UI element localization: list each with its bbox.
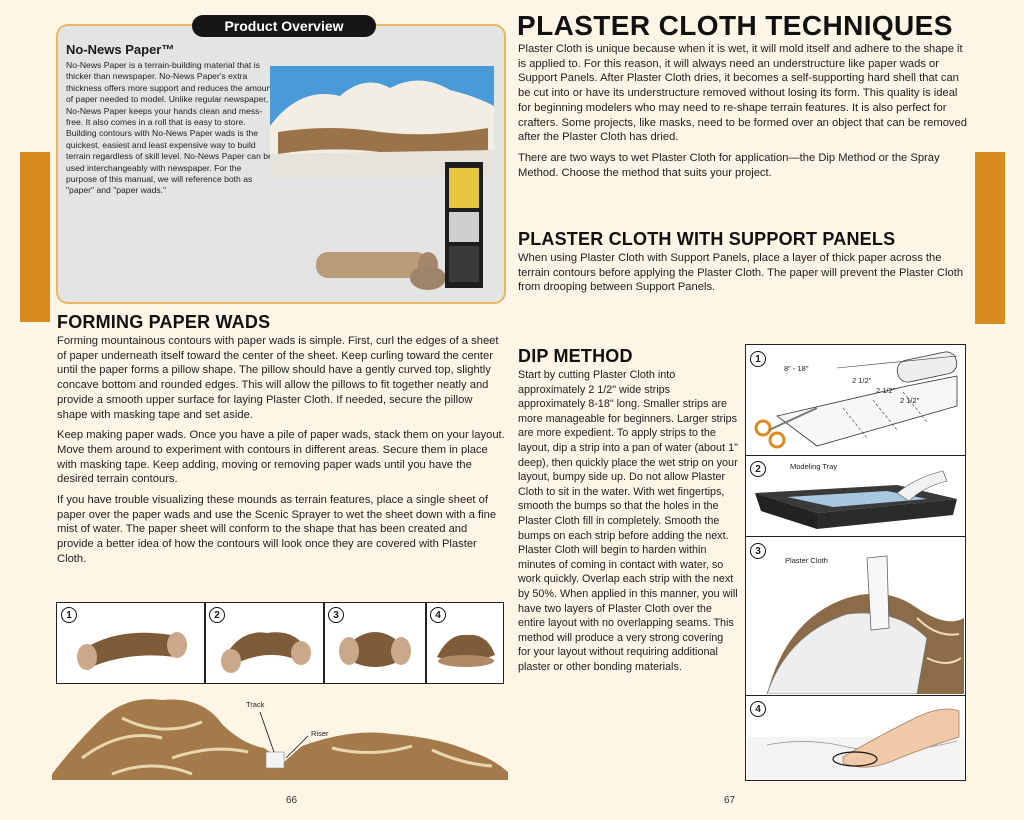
terrain-contour-illustration <box>52 699 508 780</box>
dip-heading: DIP METHOD <box>518 346 633 366</box>
terrain-model-photo <box>270 66 494 178</box>
riser-label: Riser <box>311 729 329 738</box>
left-page-number: 66 <box>286 795 298 806</box>
strip-length-label: 8" - 18" <box>784 364 809 373</box>
dip-step-4-badge: 4 <box>750 701 766 717</box>
right-page-tab <box>975 152 1005 324</box>
wad-step-4-illustration <box>437 634 495 667</box>
strip-width-label-1: 2 1/2" <box>852 376 872 385</box>
product-package-image <box>445 162 483 288</box>
support-text: When using Plaster Cloth with Support Pa… <box>518 252 964 294</box>
dip-step-2-badge: 2 <box>750 461 766 477</box>
wad-step-1-badge: 1 <box>61 607 77 623</box>
wad-step-4-badge: 4 <box>430 607 446 623</box>
support-heading: PLASTER CLOTH WITH SUPPORT PANELS <box>518 229 896 249</box>
smoothing-hand-illustration <box>747 708 964 779</box>
overview-text: No-News Paper is a terrain-building mate… <box>66 60 274 196</box>
cutting-strips-illustration <box>754 351 958 449</box>
wad-step-1-illustration <box>77 632 187 670</box>
paper-roll-image <box>316 252 446 290</box>
modeling-tray-label: Modeling Tray <box>790 462 838 471</box>
dip-text: Start by cutting Plaster Cloth into appr… <box>518 369 738 673</box>
forming-paragraph-2: Keep making paper wads. Once you have a … <box>57 429 505 486</box>
dip-step-1-badge: 1 <box>750 351 766 367</box>
modeling-tray-illustration <box>755 470 957 529</box>
overview-title: No-News Paper™ <box>66 42 175 57</box>
track-label: Track <box>246 700 265 709</box>
techniques-paragraph-1: Plaster Cloth is unique because when it … <box>518 43 967 144</box>
product-overview-label: Product Overview <box>192 15 376 37</box>
paper-wad-steps-strip: 1 2 3 4 <box>56 602 504 684</box>
forming-paragraph-3: If you have trouble visualizing these mo… <box>57 494 497 565</box>
left-page-tab <box>20 152 50 322</box>
strip-width-label-3: 2 1/2" <box>900 396 920 405</box>
techniques-paragraph-2: There are two ways to wet Plaster Cloth … <box>518 151 940 179</box>
strip-width-label-2: 2 1/2" <box>876 386 896 395</box>
forming-paragraph-1: Forming mountainous contours with paper … <box>57 335 499 421</box>
forming-heading: FORMING PAPER WADS <box>57 312 271 332</box>
forming-body: Forming mountainous contours with paper … <box>57 334 505 573</box>
wad-step-3-badge: 3 <box>328 607 344 623</box>
wad-step-2-badge: 2 <box>209 607 225 623</box>
techniques-body: Plaster Cloth is unique because when it … <box>518 42 970 186</box>
wad-step-2-illustration <box>221 632 311 673</box>
plaster-cloth-label: Plaster Cloth <box>785 556 828 565</box>
wad-step-3-illustration <box>339 632 411 667</box>
plaster-cloth-application-illustration <box>766 555 964 694</box>
right-page-number: 67 <box>724 795 736 806</box>
dip-step-3-badge: 3 <box>750 543 766 559</box>
techniques-heading: PLASTER CLOTH TECHNIQUES <box>517 10 953 41</box>
